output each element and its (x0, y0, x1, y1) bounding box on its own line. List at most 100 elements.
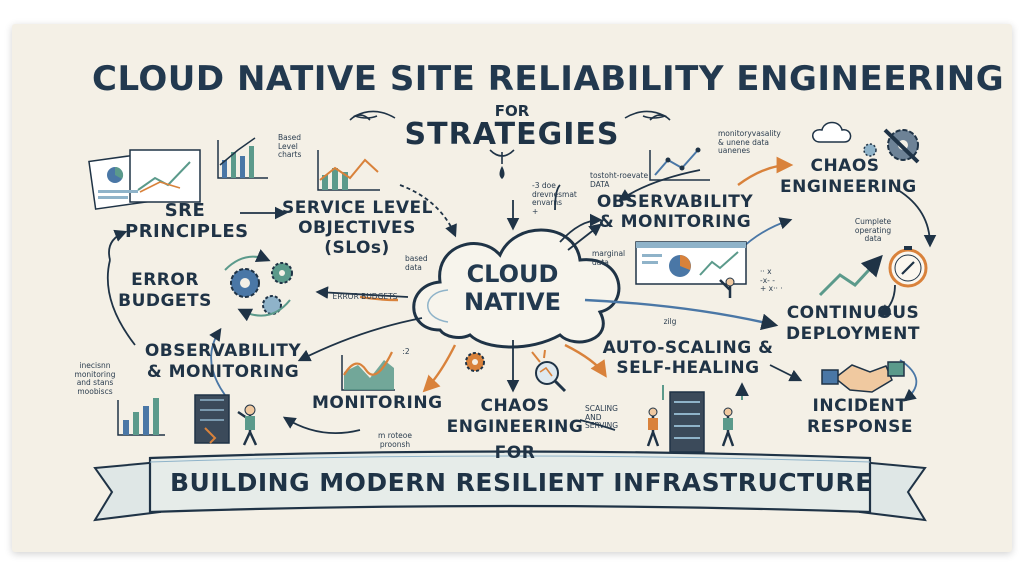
note-monitorvy-1: monitoryvasality (718, 129, 781, 138)
node-chaos-bottom-line3: FOR (494, 442, 536, 463)
note-two: :2 (402, 347, 410, 356)
gear-wrench-icon (863, 128, 920, 164)
note-based-level: Based Level charts (278, 133, 318, 160)
note-scaling-1: SCALING (585, 404, 618, 413)
subtitle-strategies: STRATEGIES (404, 117, 620, 152)
note-incident-3: and stans (76, 378, 114, 388)
strategies-drop (499, 166, 505, 179)
note-cumplete-1: Cumplete (854, 217, 892, 226)
note-rotor: m roteoe proonsh (370, 431, 420, 449)
note-based-data-1: based (405, 254, 428, 263)
cloud-small-icon (812, 121, 852, 143)
note-incident-2: monitoring (74, 369, 116, 379)
note-x-3: + x·· · (760, 284, 783, 294)
slo-chart (317, 150, 380, 191)
main-title: CLOUD NATIVE SITE RELIABILITY ENGINEERIN… (92, 59, 1005, 99)
ribbon-banner (93, 450, 927, 522)
node-incident-response-line1: INCIDENT (812, 396, 908, 416)
dashboard-illustration (88, 149, 201, 210)
node-observability-left: OBSERVABILITY & MONITORING (138, 341, 308, 382)
note-tostoht-1: tostoht-roevate (590, 171, 649, 180)
trend-arrow (818, 254, 883, 297)
gear-bottom (465, 352, 485, 372)
note-cumplete-3: data (864, 234, 882, 244)
title-flourish (349, 110, 671, 121)
node-autoscaling: AUTO-SCALING & SELF-HEALING (598, 338, 778, 378)
note-monitorvy-3: uanenes (718, 146, 750, 156)
node-chaos-bottom-line2: ENGINEERING (446, 416, 584, 437)
node-incident-response-line2: RESPONSE (807, 416, 913, 437)
handshake-icon (821, 361, 905, 393)
note-x: ·· x -x- - + x·· · (760, 267, 800, 294)
bar-chart-left (117, 398, 165, 436)
node-sre-principles-line2: PRINCIPLES (125, 220, 249, 242)
node-slo-line1: SERVICE LEVEL (282, 198, 433, 218)
note-marginal-2: data (592, 257, 609, 267)
note-does-2: drevnesmat (532, 189, 577, 199)
node-observability-left-line1: OBSERVABILITY (144, 341, 302, 361)
note-marginal: marginal data (592, 249, 632, 267)
node-continuous-deployment-line1: CONTINUOUS (786, 303, 920, 323)
note-marginal-1: marginal (592, 249, 626, 258)
note-tostoht: tostoht-roevate DATA (590, 171, 660, 189)
line-chart-top-right (649, 147, 710, 181)
node-sre-principles: SRE PRINCIPLES (125, 200, 249, 242)
note-based-level-1: Based (278, 133, 302, 142)
node-slo-line3: (SLOs) (324, 237, 390, 258)
orange-connectors (359, 156, 794, 393)
note-zilg: zilg (663, 317, 677, 326)
note-x-1: ·· x (760, 267, 772, 276)
gears-left (224, 249, 293, 322)
note-rotor-2: proonsh (379, 439, 411, 449)
cloud-native-cloud (412, 228, 621, 349)
note-rotor-1: m roteoe (378, 431, 412, 440)
note-based-data-2: data (405, 262, 422, 272)
note-scaling-serving: SCALING AND SERVING (585, 404, 635, 431)
connectors (106, 169, 937, 435)
node-chaos-right: CHAOS ENGINEERING (780, 156, 917, 197)
server-technician-left (194, 394, 258, 446)
node-chaos-right-line1: CHAOS (810, 156, 880, 176)
note-based-level-2: Level (278, 141, 298, 151)
node-continuous-deployment-line2: DEPLOYMENT (786, 323, 920, 344)
note-cumplete-2: operating (854, 225, 892, 235)
cloud-native-label: CLOUD NATIVE (430, 260, 595, 317)
note-does-3: envarns (532, 198, 563, 208)
note-scaling-3: SERVING (585, 421, 619, 431)
node-observability-right-line2: & MONITORING (598, 211, 752, 232)
node-error-budgets: ERROR BUDGETS (110, 270, 220, 311)
node-observability-right-line1: OBSERVABILITY (596, 192, 754, 212)
bar-chart-top (217, 137, 268, 179)
magnifier-icon (531, 349, 567, 393)
strategies-swirl (489, 149, 515, 164)
banner-text: BUILDING MODERN RESILIENT INFRASTRUCTURE (170, 468, 873, 497)
server-rack-center (646, 385, 742, 453)
node-chaos-right-line2: ENGINEERING (780, 176, 917, 197)
node-sre-principles-line1: SRE (164, 200, 206, 221)
node-chaos-bottom-line1: CHAOS (480, 396, 550, 416)
node-error-budgets-line1: ERROR (131, 270, 199, 290)
monitoring-chart (341, 351, 395, 391)
cloud-native-line2: NATIVE (463, 288, 562, 317)
note-based-data: based data (405, 254, 435, 272)
node-monitoring: MONITORING (312, 393, 443, 413)
note-error-budgets: ERROR BUDGETS (332, 292, 398, 301)
title-for: FOR (494, 102, 530, 120)
node-autoscaling-line2: SELF-HEALING (616, 357, 760, 378)
note-incident-4: moobiscs (77, 386, 113, 396)
node-incident-response: INCIDENT RESPONSE (795, 396, 925, 437)
node-autoscaling-line1: AUTO-SCALING & (602, 338, 774, 358)
note-cumplete: Cumplete operating data (848, 217, 898, 244)
note-tostoht-2: DATA (590, 179, 610, 189)
node-continuous-deployment: CONTINUOUS DEPLOYMENT (778, 303, 928, 344)
cloud-native-line1: CLOUD (466, 260, 559, 288)
note-incident-1: inecisnn (79, 361, 111, 370)
note-x-2: -x- - (760, 275, 775, 285)
node-error-budgets-line2: BUDGETS (118, 290, 212, 311)
note-does-1: -3 doe (532, 181, 556, 190)
node-observability-right: OBSERVABILITY & MONITORING (585, 192, 765, 232)
node-observability-left-line2: & MONITORING (146, 361, 300, 382)
node-slo: SERVICE LEVEL OBJECTIVES (SLOs) (282, 198, 433, 258)
node-chaos-bottom: CHAOS ENGINEERING FOR (440, 396, 590, 463)
